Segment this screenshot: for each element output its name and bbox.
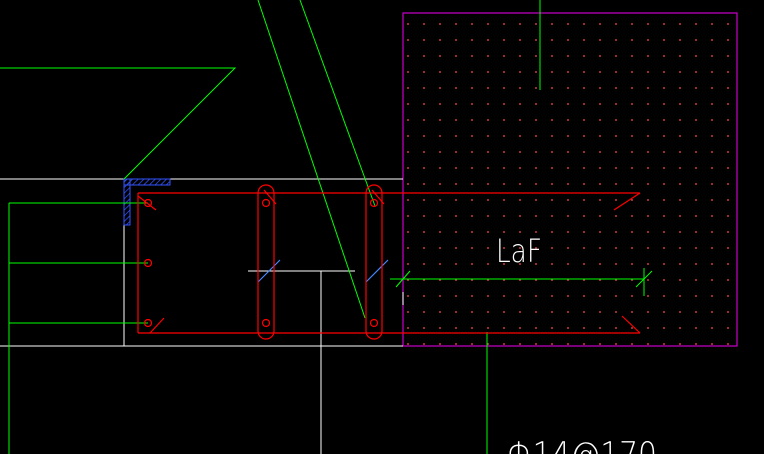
main-rebar-cage [137,192,641,334]
column-section-fill [403,13,737,346]
anchorage-length-label: LaF [496,232,542,270]
dimension-ticks [257,259,389,283]
stirrups [257,184,385,340]
rebar-section-circles [143,198,379,328]
leader-lines [0,0,653,454]
embedded-angle-hatch [123,178,171,226]
beam-outline [0,178,404,454]
rebar-spec-label: Φ14@170 [507,435,657,454]
